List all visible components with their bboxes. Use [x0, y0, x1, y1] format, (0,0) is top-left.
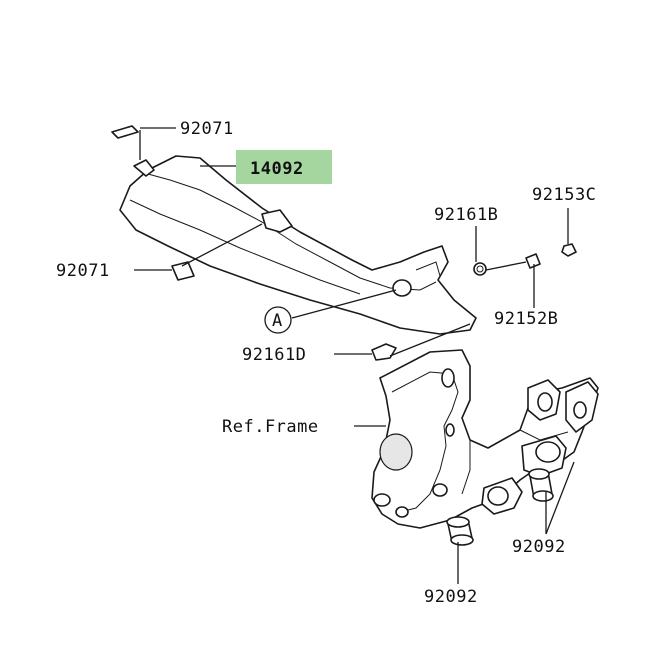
- label-92161b[interactable]: 92161B: [434, 205, 498, 225]
- grommet-top-drawing: [111, 125, 139, 139]
- cover-label-highlight: [236, 150, 332, 184]
- nut-c-drawing: [561, 243, 577, 257]
- ref-a-label: A: [272, 311, 283, 331]
- grommet-left-drawing: [171, 261, 195, 281]
- bolt-b-drawing: [525, 253, 541, 269]
- label-92092-right[interactable]: 92092: [512, 537, 566, 557]
- label-92152b[interactable]: 92152B: [494, 309, 558, 329]
- frame-drawing: [371, 349, 599, 529]
- label-14092[interactable]: 14092: [250, 159, 304, 179]
- label-92071-top[interactable]: 92071: [180, 119, 234, 139]
- label-92071-left[interactable]: 92071: [56, 261, 110, 281]
- ref-a-marker[interactable]: A: [264, 306, 292, 334]
- collar-d-drawing: [371, 343, 397, 361]
- collar-b-drawing: [473, 262, 487, 276]
- label-ref-frame[interactable]: Ref.Frame: [222, 417, 319, 437]
- label-92092-bottom[interactable]: 92092: [424, 587, 478, 607]
- label-92161d[interactable]: 92161D: [242, 345, 306, 365]
- damper-bottom-drawing: [446, 516, 474, 546]
- label-92153c[interactable]: 92153C: [532, 185, 596, 205]
- leader-lines: [134, 127, 575, 584]
- cover-drawing: [119, 155, 477, 335]
- damper-right-drawing: [528, 468, 554, 502]
